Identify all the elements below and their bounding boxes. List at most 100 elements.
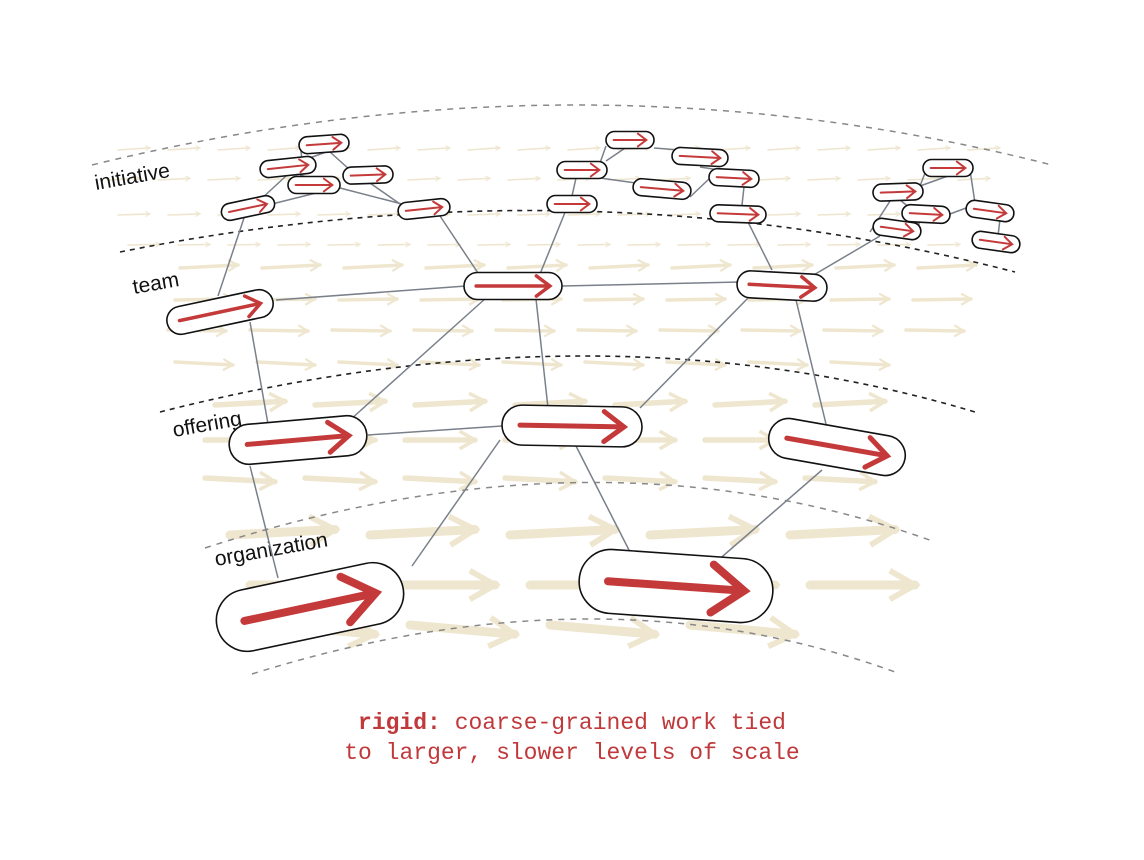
- connector-link: [715, 469, 823, 563]
- work-item-arrow-shaft: [240, 589, 378, 625]
- background-arrow: [267, 211, 302, 218]
- work-item: [463, 271, 563, 301]
- background-arrow: [757, 175, 792, 182]
- background-arrow: [517, 211, 552, 218]
- work-item-arrow-shaft: [349, 173, 386, 177]
- background-arrow: [767, 145, 801, 152]
- work-item-arrow-shaft: [404, 206, 443, 212]
- connector-link: [267, 192, 317, 206]
- work-item-arrow-shaft: [747, 282, 816, 290]
- background-arrow: [167, 145, 201, 152]
- background-arrow: [567, 145, 601, 152]
- background-arrow: [712, 391, 789, 413]
- work-item-arrow-head: [905, 184, 918, 200]
- background-arrow: [412, 324, 475, 338]
- background-arrow: [670, 258, 733, 273]
- connector-link: [575, 445, 631, 553]
- work-item: [578, 548, 774, 624]
- background-arrow: [857, 175, 892, 182]
- initiative-team-boundary: [119, 209, 1016, 273]
- background-arrow: [752, 258, 815, 273]
- work-item-arrow-head: [256, 198, 269, 213]
- connector-link: [639, 295, 751, 409]
- work-item: [259, 155, 317, 179]
- work-item-arrow-head: [375, 167, 388, 183]
- background-arrow: [107, 175, 142, 182]
- background-arrow: [342, 258, 405, 273]
- connector-link: [339, 187, 403, 205]
- connector-link: [217, 217, 245, 297]
- work-item-arrow-head: [902, 222, 915, 238]
- work-item: [872, 217, 922, 241]
- background-arrow: [916, 258, 979, 273]
- work-item-arrow-shaft: [908, 212, 943, 216]
- caption-line-1: rigid: coarse-grained work tied: [0, 708, 1144, 738]
- background-arrow: [927, 241, 962, 248]
- work-item-arrow-shaft: [879, 225, 914, 233]
- connector-link: [411, 439, 501, 567]
- work-item: [965, 199, 1015, 223]
- background-arrow: [277, 241, 312, 248]
- background-arrow: [829, 292, 892, 306]
- background-arrow: [424, 258, 487, 273]
- work-item-arrow-shaft: [177, 301, 262, 323]
- work-item-arrow-head: [955, 160, 968, 176]
- background-arrow: [417, 145, 451, 152]
- background-arrow: [658, 324, 721, 338]
- background-arrow: [177, 241, 212, 248]
- background-arrow: [667, 211, 702, 218]
- work-item: [287, 175, 341, 195]
- work-item-arrow-shaft: [228, 203, 268, 214]
- work-item: [708, 167, 760, 189]
- work-item-arrow-head: [298, 158, 310, 174]
- work-item-arrow-head: [336, 572, 383, 627]
- background-arrow: [477, 241, 512, 248]
- background-arrow: [577, 241, 612, 248]
- background-arrow: [505, 513, 621, 548]
- work-item-arrow-head: [741, 171, 753, 186]
- background-arrow: [812, 391, 889, 413]
- background-arrow: [777, 241, 812, 248]
- work-item-arrow-shaft: [244, 433, 350, 447]
- background-arrow: [645, 513, 761, 548]
- background-arrow: [517, 145, 551, 152]
- background-arrow: [583, 357, 646, 372]
- work-item-arrow-head: [932, 207, 944, 222]
- background-arrow: [327, 241, 362, 248]
- work-item-arrow-head: [331, 136, 343, 151]
- background-arrow: [588, 258, 651, 273]
- background-arrow: [829, 357, 892, 372]
- connector-link: [811, 235, 881, 277]
- background-arrow: [867, 211, 902, 218]
- background-arrow: [665, 357, 728, 372]
- connector-link: [949, 207, 967, 215]
- background-arrow: [576, 324, 639, 338]
- connector-link: [969, 169, 976, 204]
- background-arrow: [904, 324, 967, 338]
- background-arrow: [248, 324, 311, 338]
- connector-link: [349, 297, 487, 421]
- background-arrow: [612, 391, 689, 413]
- connector-link: [571, 177, 577, 197]
- work-item-arrow-shaft: [678, 154, 721, 160]
- background-arrow: [117, 145, 151, 152]
- work-item: [220, 194, 276, 222]
- organization-outer-boundary: [251, 618, 896, 675]
- background-arrow: [427, 241, 462, 248]
- background-arrow: [767, 211, 802, 218]
- connector-link: [439, 215, 481, 277]
- connector-link: [249, 465, 279, 579]
- background-arrow: [267, 145, 301, 152]
- background-arrow: [202, 470, 279, 492]
- work-item: [342, 165, 394, 185]
- work-item: [298, 133, 350, 155]
- work-item-arrow-head: [636, 132, 649, 148]
- background-arrow: [377, 241, 412, 248]
- background-arrow: [827, 241, 862, 248]
- background-arrow: [212, 391, 289, 413]
- work-item: [556, 160, 608, 180]
- connector-link: [599, 177, 637, 184]
- background-arrow: [834, 258, 897, 273]
- background-arrow: [907, 175, 942, 182]
- level-label-team: team: [131, 268, 181, 299]
